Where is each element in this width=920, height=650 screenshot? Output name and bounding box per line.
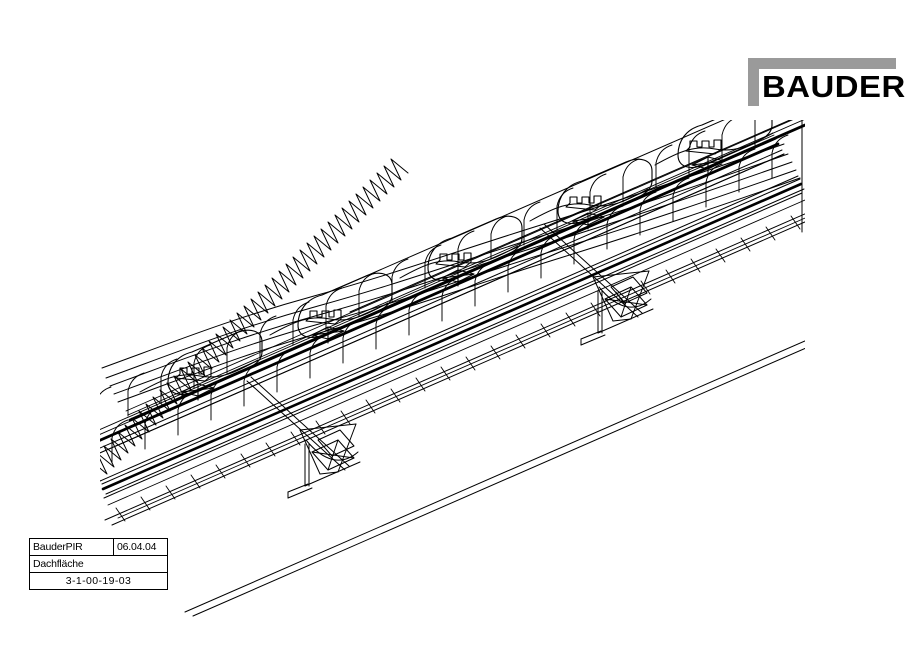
title-block-row-area: Dachfläche — [30, 556, 167, 573]
vapour-barrier-heavy — [101, 182, 803, 491]
membrane-sheet-sweep — [101, 143, 801, 403]
bauder-logo: BAUDER — [748, 58, 905, 106]
membrane-roll — [297, 272, 393, 344]
title-block-date: 06.04.04 — [117, 541, 157, 553]
membrane-roll — [557, 158, 653, 230]
title-block-row-number: 3-1-00-19-03 — [30, 573, 167, 588]
mechanical-fastener — [539, 223, 654, 346]
title-block-drawing-number: 3-1-00-19-03 — [65, 574, 132, 587]
membrane-roll — [677, 120, 773, 174]
trapezoidal-deck-lower — [107, 199, 805, 522]
membrane-overlap-waves — [139, 132, 774, 393]
pir-insulation-upper-edge — [333, 120, 805, 313]
membrane-roll — [427, 215, 523, 287]
logo-frame-left-bar — [748, 58, 759, 106]
logo-frame-top-bar — [748, 58, 896, 69]
title-block-product: BauderPIR — [30, 539, 114, 555]
title-block: BauderPIR 06.04.04 Dachfläche 3-1-00-19-… — [29, 538, 168, 590]
separation-layer-lower — [100, 142, 780, 451]
deck-soffit-lines — [104, 191, 805, 617]
logo-wordmark: BAUDER — [762, 69, 906, 104]
vapour-barrier-lines — [103, 188, 805, 499]
pir-insulation-lower-face — [100, 149, 785, 460]
title-block-area: Dachfläche — [33, 558, 84, 570]
membrane-roll — [167, 329, 263, 401]
mechanical-fastener — [246, 376, 361, 499]
title-block-row-product: BauderPIR 06.04.04 — [30, 539, 167, 556]
membrane-thin-lines-upper — [125, 120, 805, 416]
